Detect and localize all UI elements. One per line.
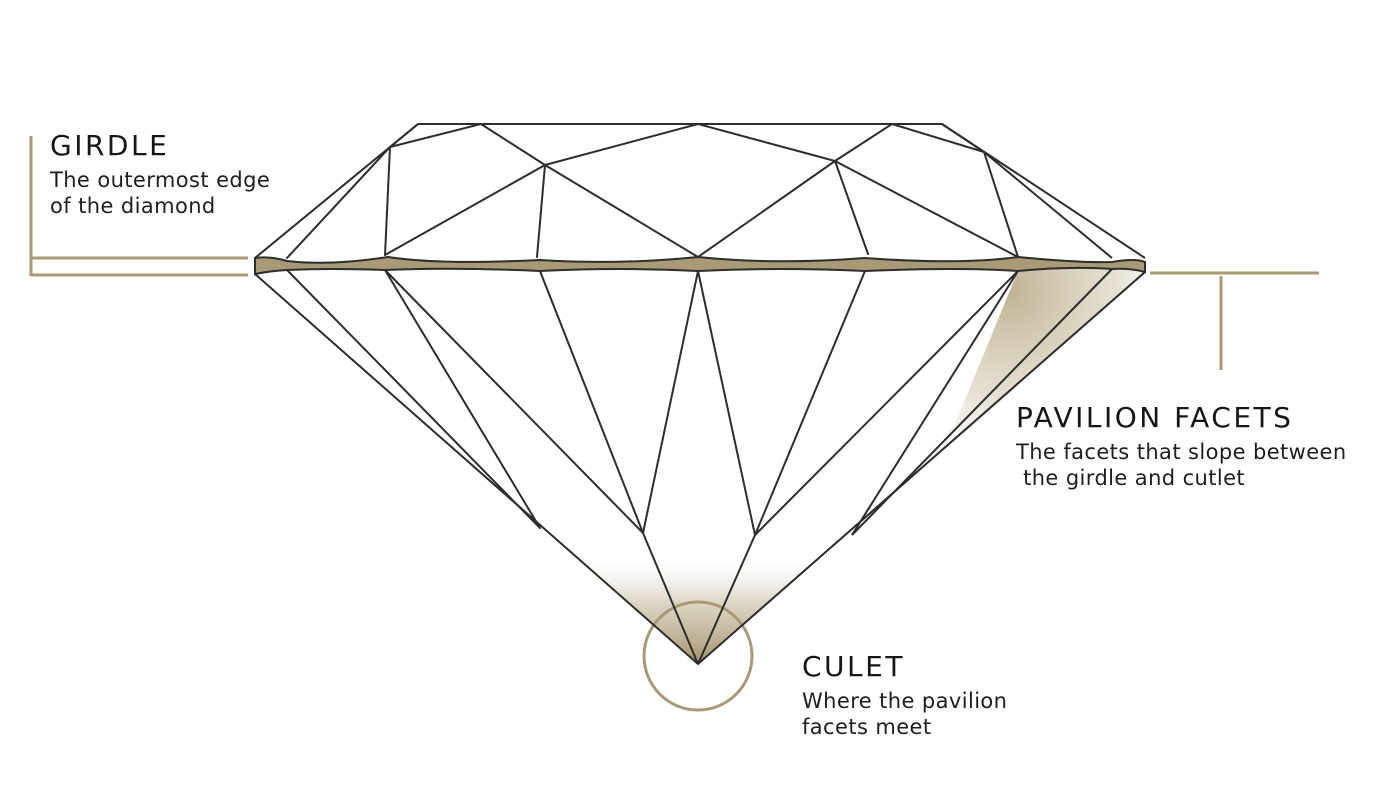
girdle-description-line-2: of the diamond	[50, 193, 216, 218]
crown-outline	[254, 123, 1146, 259]
girdle-label: GIRDLE The outermost edge of the diamond	[50, 129, 300, 219]
pavilion-facets-title: PAVILION FACETS	[1016, 401, 1294, 434]
culet-description-line-2: facets meet	[802, 714, 932, 739]
girdle-description: The outermost edge of the diamond	[50, 168, 300, 219]
crown-kite-line-right	[983, 151, 1113, 259]
pavilion-facets-description: The facets that slope between the girdle…	[1016, 440, 1386, 491]
culet-description: Where the pavilion facets meet	[802, 689, 1052, 740]
girdle-band	[254, 255, 1146, 276]
pavilion-shading	[255, 266, 1145, 664]
pavilion-description-line-1: The facets that slope between	[1016, 440, 1347, 465]
pavilion-description-line-2: the girdle and cutlet	[1016, 465, 1246, 490]
diamond-edges	[254, 123, 1146, 665]
pavilion-facets-label: PAVILION FACETS The facets that slope be…	[1016, 401, 1386, 491]
pavilion-facet-right	[754, 270, 1019, 536]
pavilion-bottom-shade	[255, 270, 1145, 664]
crown-kite-line-center-right	[697, 160, 1019, 258]
leader-lines	[29, 136, 1319, 370]
culet-circle	[642, 600, 754, 712]
crown-kite-line-left	[286, 146, 391, 259]
culet-description-line-1: Where the pavilion	[802, 689, 1008, 714]
girdle-title: GIRDLE	[50, 129, 170, 162]
crown-star-line	[389, 123, 985, 166]
pavilion-facet-far-right	[851, 268, 1113, 536]
pavilion-facet-left	[384, 269, 644, 534]
culet-title: CULET	[802, 650, 905, 683]
crown-kite-line-center-left	[384, 164, 699, 258]
pavilion-facet-far-left	[286, 269, 541, 529]
girdle-description-line-1: The outermost edge	[50, 168, 271, 193]
pavilion-facet-center-right	[754, 270, 866, 536]
pavilion-facet-center	[642, 270, 756, 665]
culet-label: CULET Where the pavilion facets meet	[802, 650, 1052, 740]
